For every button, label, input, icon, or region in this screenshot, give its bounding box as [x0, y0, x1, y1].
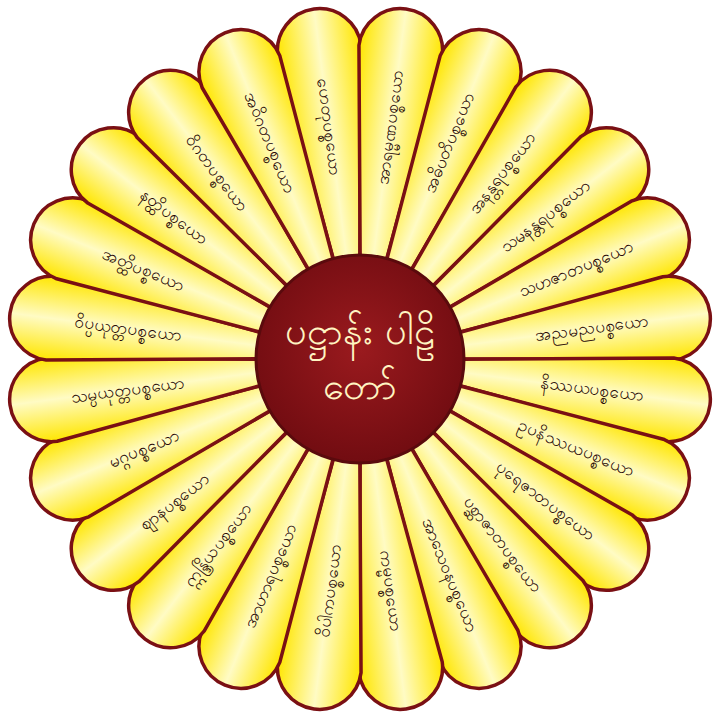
petal-label: အဝိဂတပစ္စယော: [237, 88, 303, 197]
petal-label: မဂ္ဂပစ္စယော: [104, 422, 183, 475]
text-holder: ပဋ္ဌာန်း ပါဠိတော်: [253, 252, 467, 466]
petal-label: ဟေတုပစ္စယော: [310, 77, 350, 178]
petal-label: ဝိပါကပစ္စယော: [310, 543, 349, 640]
petal-label: အာရမ္မဏပစ္စယော: [370, 68, 412, 186]
circle-shape: [256, 255, 464, 463]
petal-shape: [186, 17, 360, 283]
petal-label: နိဿယပစ္စယော: [539, 369, 646, 410]
circle-outline: [253, 252, 467, 466]
petal-label: အညမညပစ္စယော: [534, 308, 651, 350]
center-title: ပဋ္ဌာန်း ပါဠိတော်: [275, 304, 445, 414]
petal-label: သမ္ပယုတ္တပစ္စယော: [70, 369, 187, 411]
petal-label: ဝိပ္ပယုတ္တပစ္စယော: [73, 308, 184, 349]
petal-label: ကမ္မပစ္စယော: [372, 549, 410, 633]
center-circle: ပဋ္ဌာန်း ပါဠိတော်: [253, 252, 467, 466]
